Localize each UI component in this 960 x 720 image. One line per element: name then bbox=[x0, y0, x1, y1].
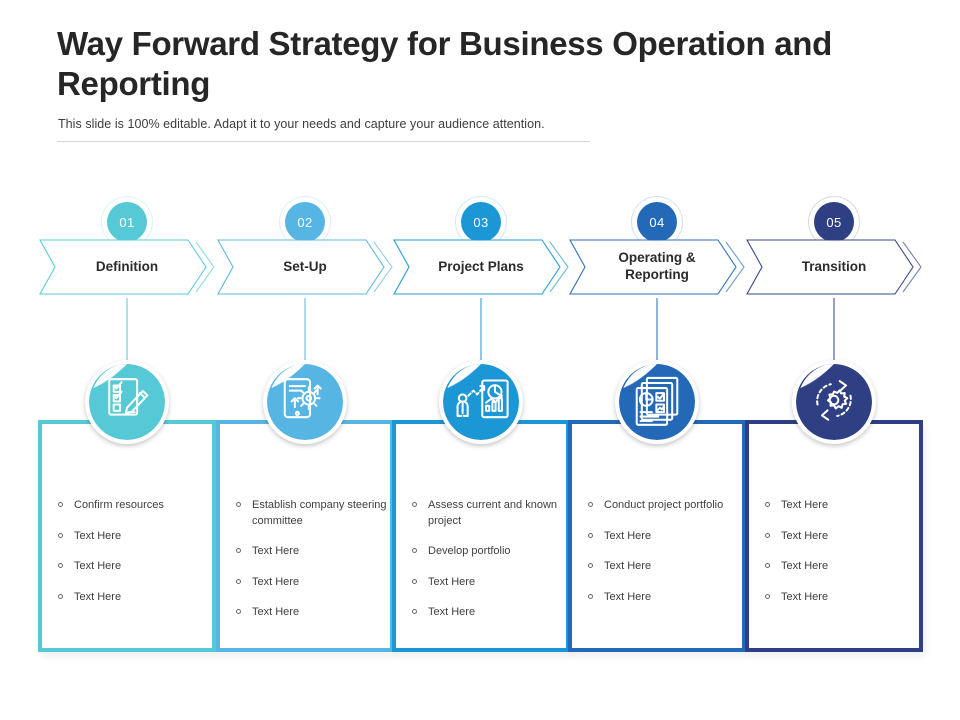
list-item: Text Here bbox=[52, 590, 212, 606]
list-item: Text Here bbox=[230, 575, 390, 591]
step-icon-circle bbox=[615, 360, 699, 444]
step-banner[interactable]: Project Plans bbox=[392, 236, 570, 298]
list-item: Assess current and known project bbox=[406, 498, 566, 529]
list-item: Text Here bbox=[406, 575, 566, 591]
step-banner[interactable]: Operating & Reporting bbox=[568, 236, 746, 298]
page-title: Way Forward Strategy for Business Operat… bbox=[57, 25, 833, 103]
step-icon-circle bbox=[439, 360, 523, 444]
badge-number: 04 bbox=[637, 202, 677, 242]
step-number-badge: 01 bbox=[101, 196, 153, 248]
badge-number: 02 bbox=[285, 202, 325, 242]
list-item: Text Here bbox=[759, 590, 919, 606]
list-item: Text Here bbox=[582, 529, 742, 545]
header-divider bbox=[57, 141, 590, 142]
badge-number: 01 bbox=[107, 202, 147, 242]
list-item: Text Here bbox=[52, 559, 212, 575]
step-connector-line bbox=[833, 298, 835, 362]
step-connector-line bbox=[480, 298, 482, 362]
list-item: Text Here bbox=[230, 544, 390, 560]
badge-number: 03 bbox=[461, 202, 501, 242]
step-banner[interactable]: Transition bbox=[745, 236, 923, 298]
step-connector-line bbox=[304, 298, 306, 362]
list-item: Text Here bbox=[230, 605, 390, 621]
list-item: Text Here bbox=[759, 498, 919, 514]
list-item: Text Here bbox=[52, 529, 212, 545]
list-item: Develop portfolio bbox=[406, 544, 566, 560]
stacked-reports-icon bbox=[619, 364, 695, 440]
mobile-gear-icon bbox=[267, 364, 343, 440]
slide-header: Way Forward Strategy for Business Operat… bbox=[57, 24, 877, 131]
step-banner[interactable]: Definition bbox=[38, 236, 216, 298]
list-item: Text Here bbox=[759, 559, 919, 575]
step-number-badge: 02 bbox=[279, 196, 331, 248]
step-icon-circle bbox=[263, 360, 347, 444]
step-icon-circle bbox=[792, 360, 876, 444]
person-growth-chart-icon bbox=[443, 364, 519, 440]
step-number-badge: 04 bbox=[631, 196, 683, 248]
step-number-badge: 05 bbox=[808, 196, 860, 248]
step-icon-circle bbox=[85, 360, 169, 444]
step-banner[interactable]: Set-Up bbox=[216, 236, 394, 298]
list-item: Conduct project portfolio bbox=[582, 498, 742, 514]
list-item: Confirm resources bbox=[52, 498, 212, 514]
list-item: Text Here bbox=[582, 559, 742, 575]
checklist-pencil-icon bbox=[89, 364, 165, 440]
list-item: Text Here bbox=[406, 605, 566, 621]
step-connector-line bbox=[126, 298, 128, 362]
list-item: Text Here bbox=[582, 590, 742, 606]
list-item: Establish company steering committee bbox=[230, 498, 390, 529]
gear-cycle-icon bbox=[796, 364, 872, 440]
page-subtitle: This slide is 100% editable. Adapt it to… bbox=[58, 116, 545, 131]
badge-number: 05 bbox=[814, 202, 854, 242]
list-item: Text Here bbox=[759, 529, 919, 545]
step-connector-line bbox=[656, 298, 658, 362]
